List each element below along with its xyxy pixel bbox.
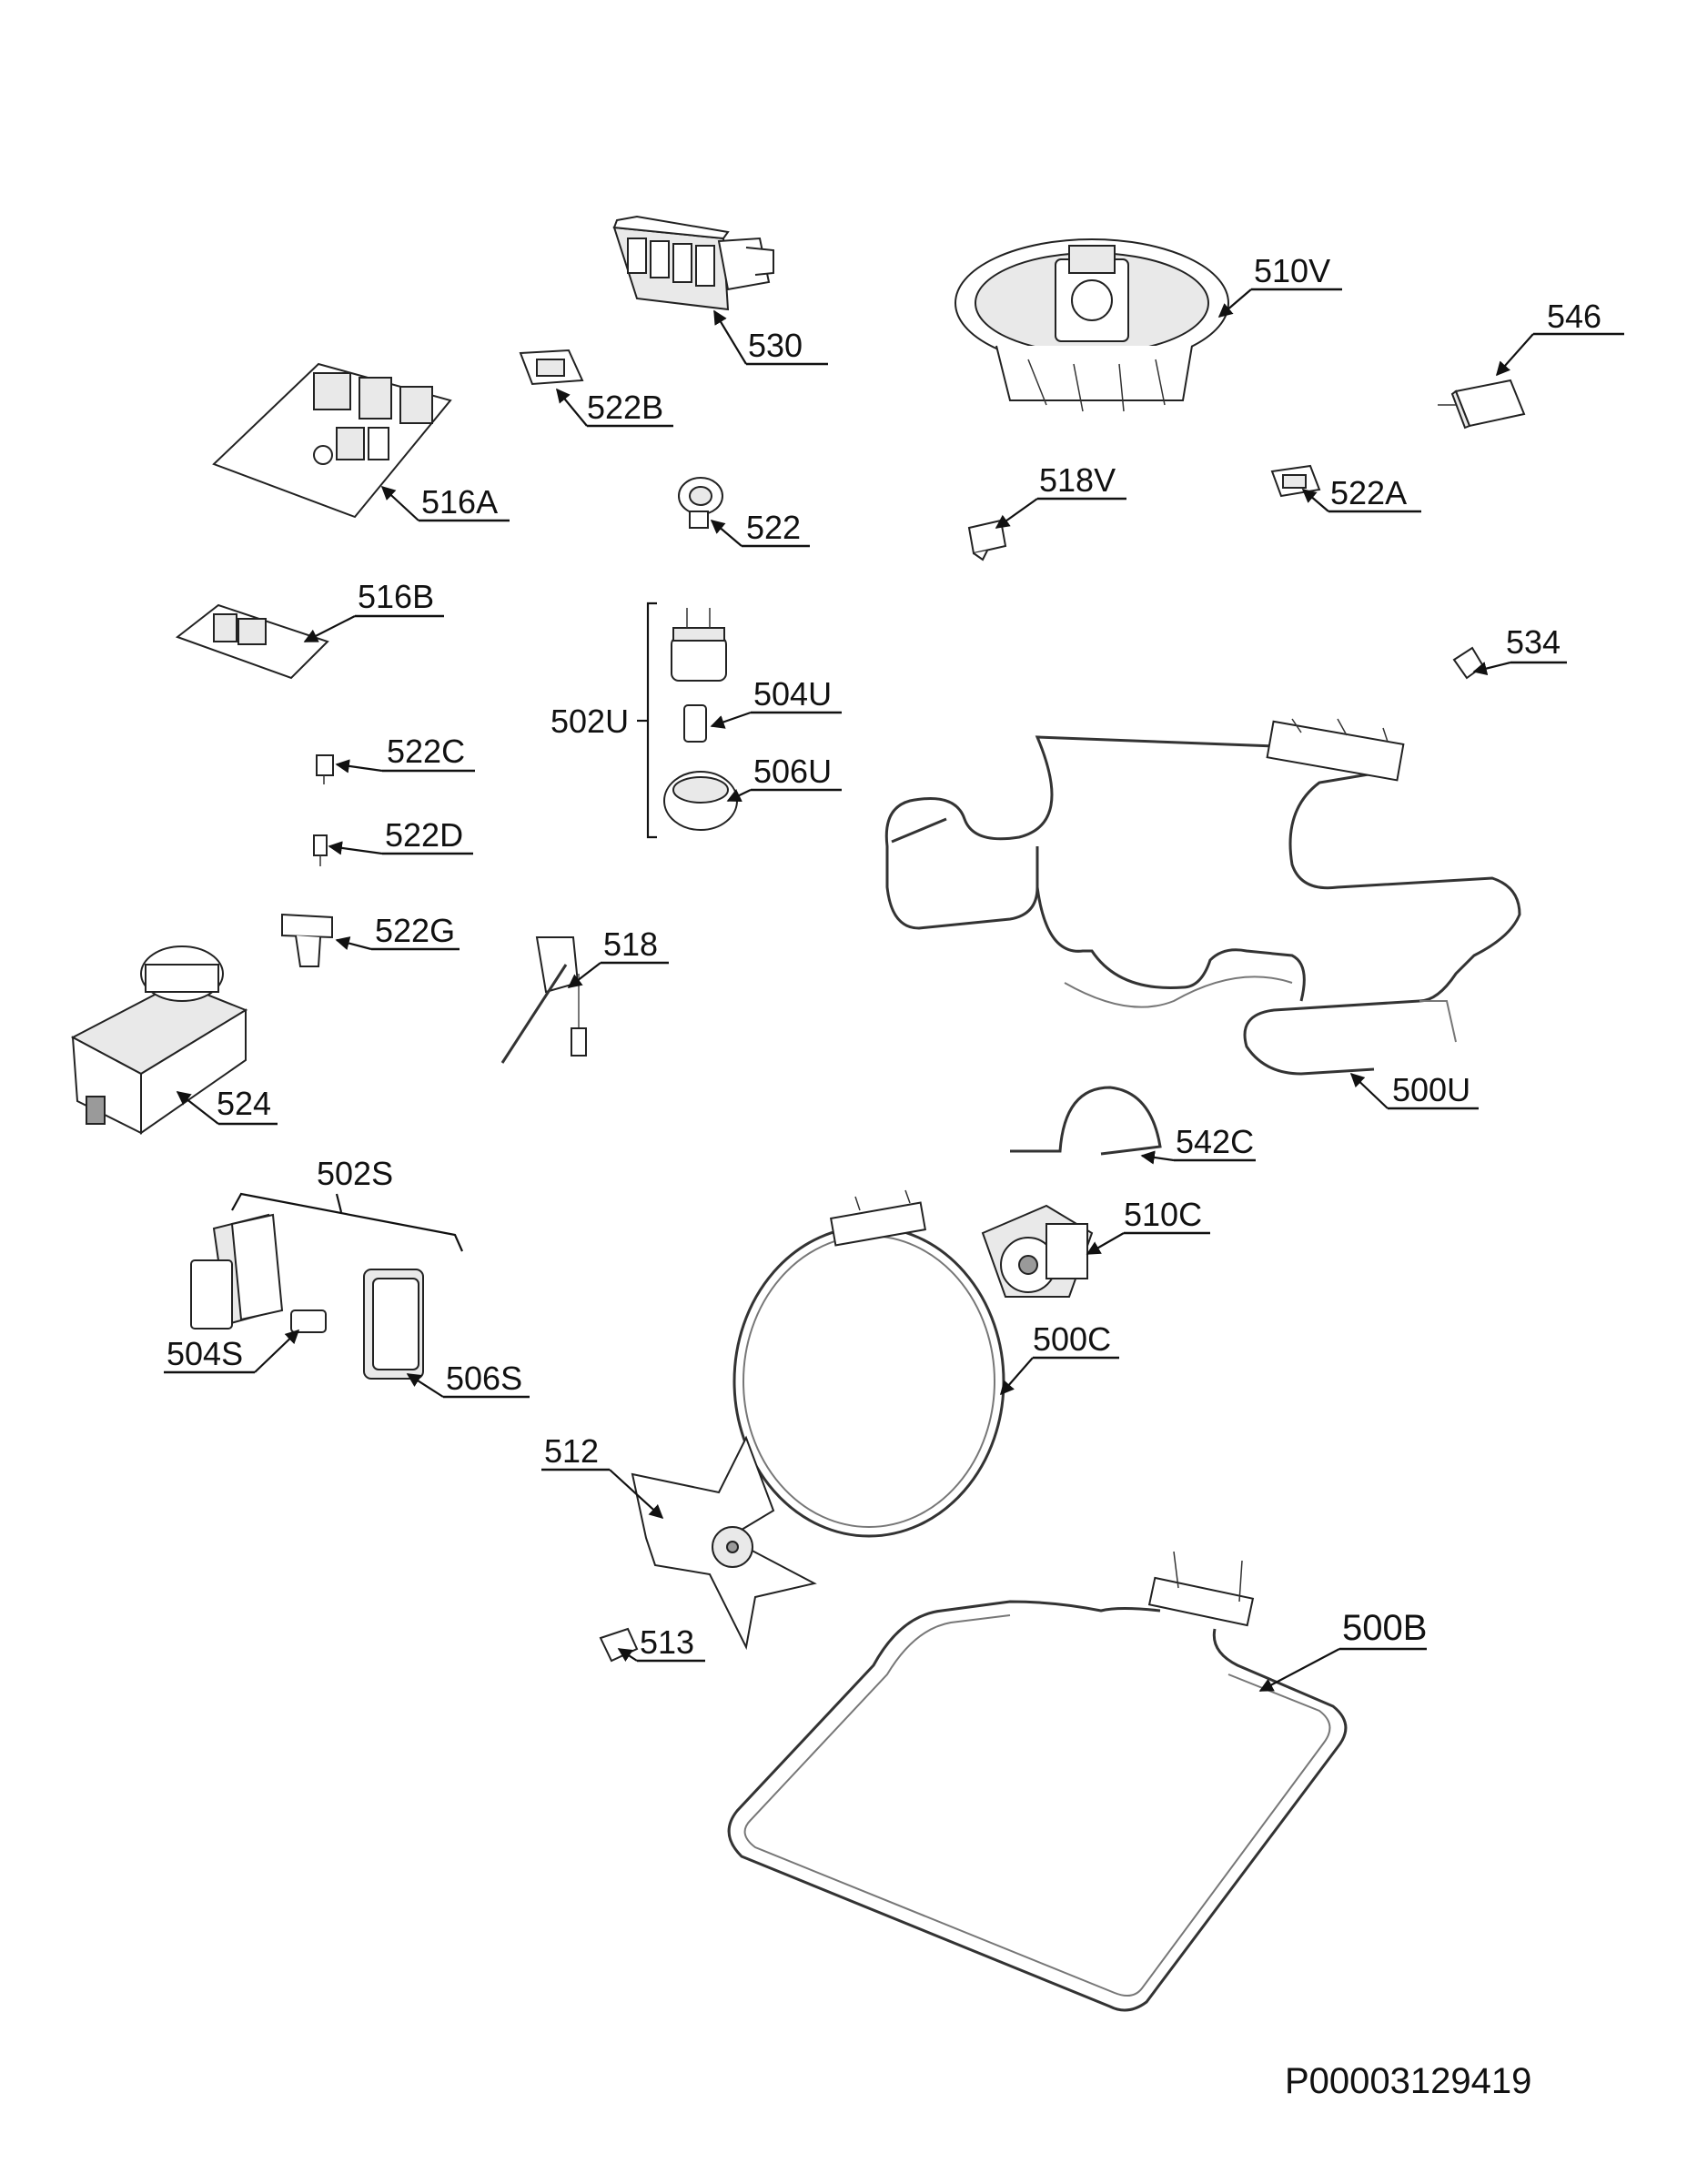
part-522d-clip	[313, 834, 328, 866]
part-542c-wire-clip	[1010, 1086, 1162, 1156]
part-500b-bottom-element	[727, 1551, 1348, 2012]
label-500u: 500U	[1388, 1071, 1479, 1110]
svg-text:522B: 522B	[587, 389, 663, 426]
svg-text:524: 524	[217, 1085, 271, 1122]
label-522d: 522D	[382, 816, 473, 855]
part-513-nut	[599, 1627, 639, 1663]
part-502s-side-lamp	[190, 1213, 424, 1380]
label-522b: 522B	[587, 389, 673, 428]
svg-text:518: 518	[603, 925, 658, 963]
callout-labels: 530 510V 546 522B 516A 522 518V 522A 516…	[164, 252, 1624, 1663]
label-510c: 510C	[1124, 1196, 1210, 1235]
svg-text:510C: 510C	[1124, 1196, 1202, 1233]
label-522: 522	[742, 509, 810, 548]
part-524-door-lock	[70, 945, 248, 1135]
svg-text:504S: 504S	[167, 1335, 243, 1372]
part-512-fan-blade	[631, 1435, 817, 1651]
label-546: 546	[1533, 298, 1624, 336]
svg-text:542C: 542C	[1176, 1123, 1254, 1160]
label-518v: 518V	[1037, 461, 1126, 500]
label-522c: 522C	[382, 733, 475, 773]
svg-text:502S: 502S	[317, 1155, 393, 1192]
svg-text:512: 512	[544, 1432, 599, 1470]
part-510c-convection-motor	[981, 1204, 1094, 1298]
part-522c-clip	[316, 754, 334, 784]
svg-text:546: 546	[1547, 298, 1601, 335]
label-506s: 506S	[443, 1360, 530, 1399]
label-500b: 500B	[1339, 1608, 1427, 1651]
svg-text:516B: 516B	[358, 578, 434, 615]
part-546-switch	[1438, 379, 1526, 430]
part-500u-grill-element	[884, 718, 1521, 1076]
label-530: 530	[746, 327, 828, 366]
svg-text:522G: 522G	[375, 912, 455, 949]
label-542c: 542C	[1174, 1123, 1256, 1162]
part-518-probe	[500, 936, 587, 1064]
svg-text:522D: 522D	[385, 816, 463, 854]
part-516a-control-board	[212, 362, 452, 519]
part-522-clip	[678, 477, 723, 529]
svg-text:506U: 506U	[753, 753, 832, 790]
part-502u-lamp-assembly	[663, 608, 738, 831]
svg-text:530: 530	[748, 327, 803, 364]
label-516b: 516B	[355, 578, 444, 618]
label-502u: 502U	[551, 703, 629, 740]
part-510v-fan-motor	[955, 238, 1229, 412]
part-530-terminal-block	[612, 215, 774, 311]
part-516b-board	[175, 603, 329, 680]
svg-text:506S: 506S	[446, 1360, 522, 1397]
part-522b-bracket	[519, 349, 584, 386]
label-522g: 522G	[371, 912, 460, 951]
svg-text:522C: 522C	[387, 733, 465, 770]
svg-text:510V: 510V	[1254, 252, 1330, 289]
label-516a: 516A	[419, 483, 510, 522]
svg-text:500C: 500C	[1033, 1320, 1111, 1358]
leader-lines	[176, 288, 1534, 1692]
document-id: P00003129419	[1285, 2061, 1531, 2101]
label-524: 524	[217, 1085, 278, 1126]
label-518: 518	[601, 925, 669, 965]
label-502s: 502S	[317, 1155, 393, 1192]
svg-text:502U: 502U	[551, 703, 629, 740]
svg-text:500U: 500U	[1392, 1071, 1470, 1108]
svg-text:522: 522	[746, 509, 801, 546]
label-522a: 522A	[1328, 474, 1421, 513]
label-504s: 504S	[164, 1335, 255, 1374]
label-500c: 500C	[1033, 1320, 1119, 1360]
svg-text:513: 513	[640, 1623, 694, 1661]
part-518v-thermostat	[967, 519, 1007, 561]
label-512: 512	[541, 1432, 610, 1471]
svg-text:516A: 516A	[421, 483, 498, 521]
label-534: 534	[1506, 623, 1567, 664]
svg-text:518V: 518V	[1039, 461, 1116, 499]
svg-text:500B: 500B	[1342, 1608, 1427, 1648]
part-522g-clip	[281, 913, 333, 967]
label-506u: 506U	[751, 753, 842, 792]
label-510v: 510V	[1251, 252, 1342, 291]
svg-text:534: 534	[1506, 623, 1561, 661]
svg-text:504U: 504U	[753, 675, 832, 713]
part-522a-bracket	[1270, 464, 1321, 498]
label-504u: 504U	[751, 675, 842, 714]
part-534-cap	[1452, 646, 1485, 680]
label-513: 513	[637, 1623, 705, 1663]
svg-text:522A: 522A	[1330, 474, 1407, 511]
part-500c-circular-element	[732, 1189, 1005, 1538]
